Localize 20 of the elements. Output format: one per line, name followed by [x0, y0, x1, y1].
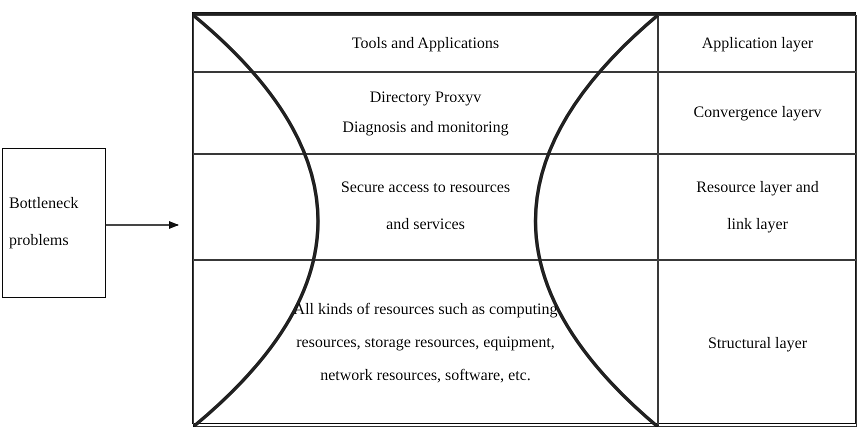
cell-text: Application layer	[702, 34, 814, 54]
cell-text: Tools and Applications	[352, 34, 500, 54]
table-cell	[658, 154, 857, 260]
box-text: Bottleneck problems	[9, 194, 80, 251]
table-cell	[193, 260, 658, 427]
table-cell	[193, 15, 658, 72]
table-cell	[658, 260, 857, 427]
cell-text: Resource layer and link layer	[695, 178, 820, 235]
cell-text: Structural layer	[708, 334, 808, 354]
layer-table	[192, 12, 856, 424]
cell-text: Directory Proxyv	[370, 88, 482, 108]
table-cell	[193, 154, 658, 260]
table-cell	[658, 15, 857, 72]
table-cell	[193, 72, 658, 154]
cell-text: Diagnosis and monitoring	[342, 118, 509, 138]
cell-text: Secure access to resources and services	[340, 178, 512, 235]
table-cell	[658, 72, 857, 154]
arrow	[106, 221, 179, 229]
process-box	[2, 148, 106, 298]
cell-text: Convergence layerv	[693, 103, 822, 123]
